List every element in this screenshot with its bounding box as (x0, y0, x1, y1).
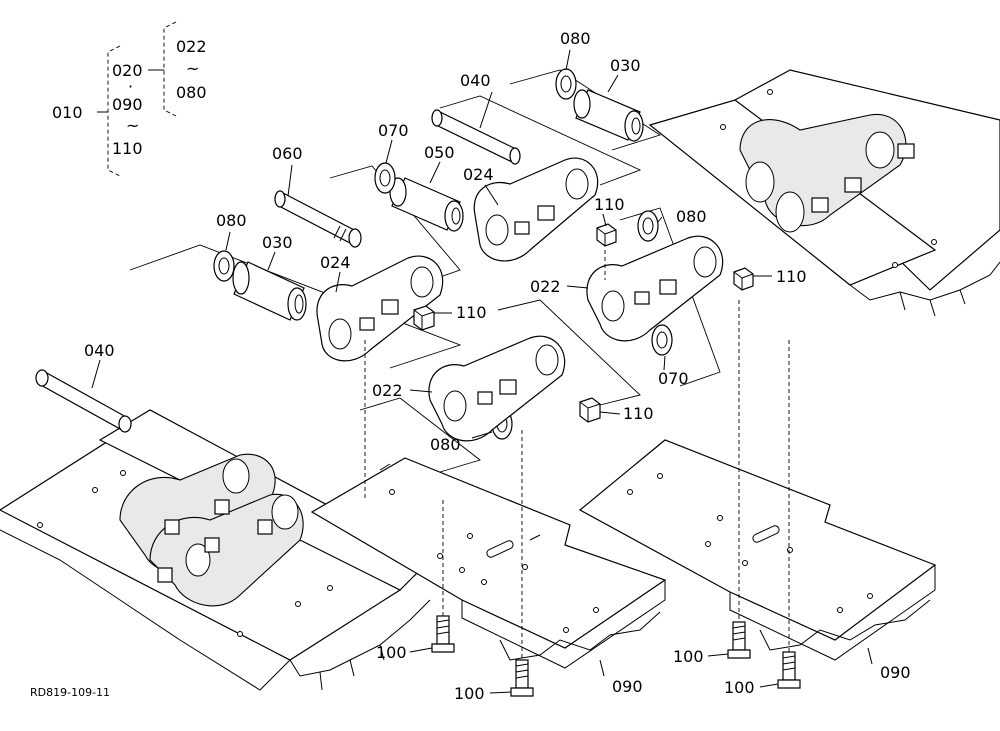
tree-sub-start-label: 022 (176, 37, 207, 56)
bolt-100-c (727, 621, 751, 659)
bushing-030-upper (573, 89, 644, 142)
bolt-100-d (777, 651, 801, 689)
tree-lower-range-mark: ~ (126, 116, 139, 135)
pin-040-lower (35, 369, 132, 433)
link-022-center (428, 335, 566, 442)
callout-100-d: 100 (724, 678, 755, 697)
tree-dot: · (128, 77, 133, 96)
callout-110-b: 110 (776, 267, 807, 286)
tree-root-label: 010 (52, 103, 83, 122)
callout-080-d: 080 (430, 435, 461, 454)
callout-080-a: 080 (560, 29, 591, 48)
tree-lower-end-label: 110 (112, 139, 143, 158)
callout-110-d: 110 (623, 404, 654, 423)
assembly-guides (364, 250, 790, 660)
tree-sub-range-mark: ~ (186, 59, 199, 78)
callout-110-a: 110 (594, 195, 625, 214)
callout-040-a: 040 (460, 71, 491, 90)
callout-100-c: 100 (673, 647, 704, 666)
tree-lower-start-label: 090 (112, 95, 143, 114)
figure-reference: RD819-109-11 (30, 686, 110, 699)
nut-110-d (579, 397, 601, 423)
parts-tree: 010 020 · 090 ~ 110 022 ~ 080 (52, 21, 207, 177)
lower-left-track-assembly (0, 409, 431, 691)
shoe-plate-right (578, 439, 937, 661)
callout-022-a: 022 (530, 277, 561, 296)
callout-labels: 080 030 040 070 050 024 060 110 080 080 … (84, 29, 911, 703)
pin-060 (274, 190, 362, 248)
tree-upper-label: 020 (112, 61, 143, 80)
callout-070-b: 070 (658, 369, 689, 388)
callout-022-b: 022 (372, 381, 403, 400)
callout-090-a: 090 (612, 677, 643, 696)
callout-030-a: 030 (610, 56, 641, 75)
link-024-lower (316, 255, 444, 362)
callout-110-c: 110 (456, 303, 487, 322)
nut-110-b (413, 305, 435, 331)
callout-050: 050 (424, 143, 455, 162)
callout-090-b: 090 (880, 663, 911, 682)
bolt-100-b (510, 659, 534, 697)
callout-024-b: 024 (320, 253, 351, 272)
tree-sub-end-label: 080 (176, 83, 207, 102)
bushing-050 (389, 177, 464, 232)
callout-060: 060 (272, 144, 303, 163)
callout-080-c: 080 (676, 207, 707, 226)
link-022-right (586, 235, 724, 342)
bolt-100-a (431, 615, 455, 653)
tree-bracket-sub (163, 21, 177, 117)
callout-040-b: 040 (84, 341, 115, 360)
callout-100-a: 100 (376, 643, 407, 662)
pin-040-upper (431, 109, 521, 165)
nut-110-c (733, 267, 754, 291)
figure-reference-code: RD819-109-11 (30, 686, 110, 699)
tree-bracket-main (107, 45, 121, 177)
nut-110-a (596, 223, 617, 247)
callout-070-a: 070 (378, 121, 409, 140)
nuts-110 (413, 223, 754, 423)
callout-024-a: 024 (463, 165, 494, 184)
leader-lines (91, 49, 873, 694)
bushing-030-lower (232, 261, 307, 321)
callout-100-b: 100 (454, 684, 485, 703)
callout-080-b: 080 (216, 211, 247, 230)
callout-030-b: 030 (262, 233, 293, 252)
shoe-plate-left (310, 457, 667, 669)
upper-right-track-assembly (648, 69, 1000, 317)
